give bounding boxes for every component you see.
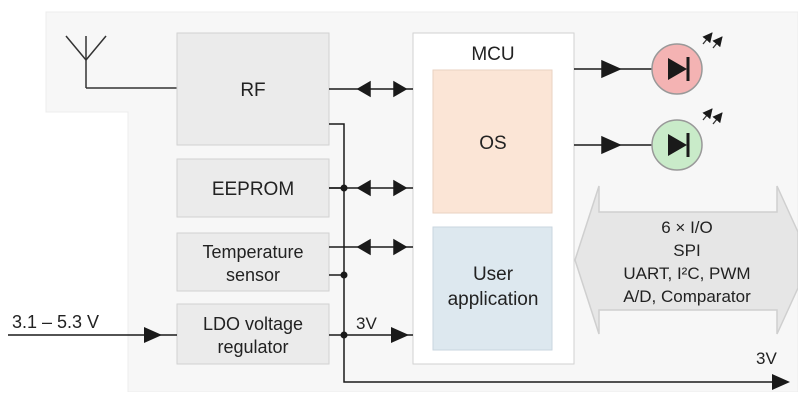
input-voltage-label: 3.1 – 5.3 V: [12, 312, 99, 332]
io-line-3: UART, I²C, PWM: [623, 264, 750, 283]
ldo-block: [176, 303, 330, 365]
eeprom-block: [176, 158, 330, 218]
rf-label: RF: [240, 80, 265, 101]
temperature-sensor-label-line1: Temperature: [202, 242, 303, 262]
user-application-block: [432, 226, 553, 351]
junction-dots: [340, 184, 348, 339]
power-arrows: [144, 327, 790, 390]
rail-3v-out-label: 3V: [756, 349, 777, 368]
rail-3v-inner-label: 3V: [356, 314, 377, 333]
temperature-sensor-block: [176, 232, 330, 292]
green-led-icon: [651, 108, 723, 171]
io-line-2: SPI: [673, 241, 700, 260]
ldo-label-line1: LDO voltage: [203, 314, 303, 334]
io-line-1: 6 × I/O: [661, 218, 713, 237]
os-label: OS: [479, 133, 506, 154]
rf-block: [176, 32, 330, 146]
red-led-icon: [651, 32, 723, 95]
mcu-label: MCU: [471, 44, 514, 65]
os-block: [432, 69, 553, 214]
user-application-label-line2: application: [448, 289, 539, 310]
ldo-label-line2: regulator: [217, 337, 288, 357]
temperature-sensor-label-line2: sensor: [226, 265, 280, 285]
eeprom-label: EEPROM: [212, 179, 294, 200]
io-line-4: A/D, Comparator: [623, 287, 751, 306]
user-application-label-line1: User: [473, 264, 514, 285]
antenna-icon: [65, 35, 177, 89]
io-double-arrow: [574, 185, 798, 335]
led-output-lines: [574, 59, 652, 155]
bus-connectors: [329, 80, 413, 256]
